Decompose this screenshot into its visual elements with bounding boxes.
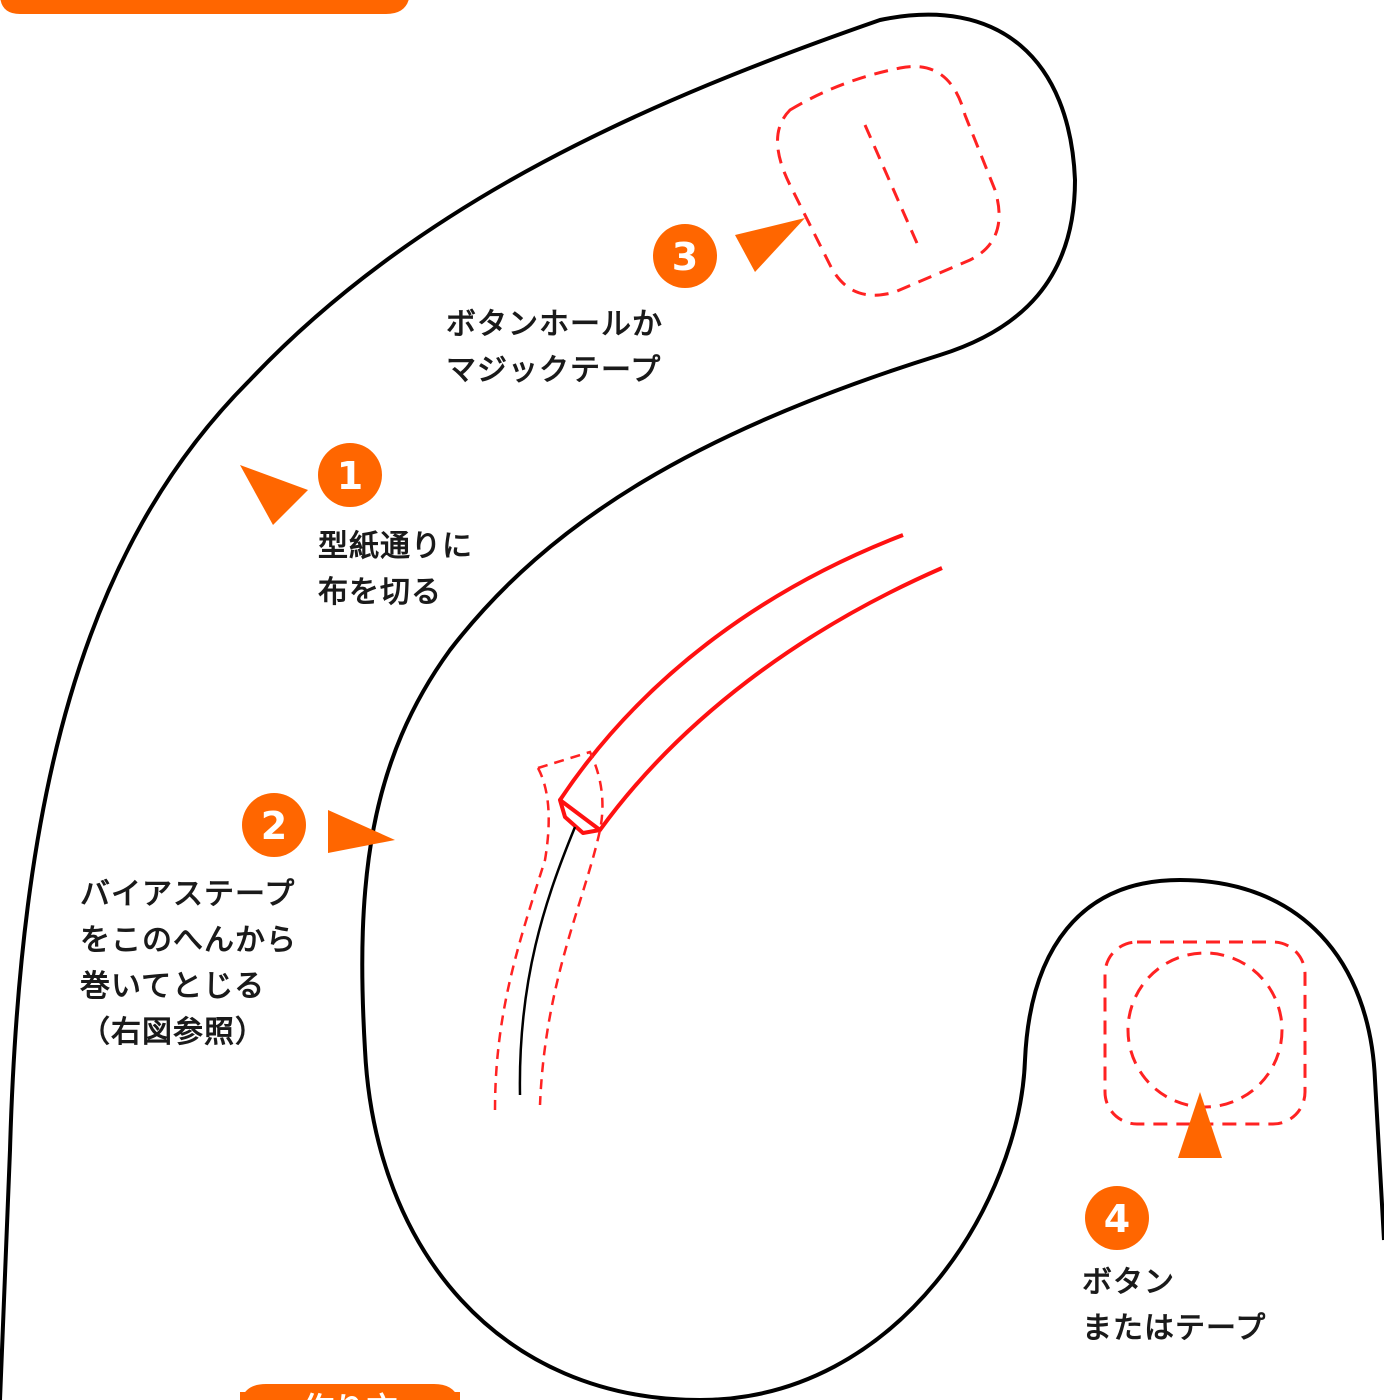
bottom-section-tab: 作り方: [240, 1384, 460, 1400]
step-badge-2: 2: [242, 793, 306, 857]
step-4-note: ボタン またはテープ: [1082, 1260, 1266, 1352]
step-badge-3: 3: [653, 224, 717, 288]
buttonhole-stitch: [776, 65, 1001, 297]
step-1-note: 型紙通りに 布を切る: [318, 524, 473, 616]
step-3-line-2: マジックテープ: [446, 353, 662, 388]
arrow-step-2: [328, 810, 395, 853]
step-2-line-3: 巻いてとじる: [80, 969, 266, 1004]
step-2-line-2: をこのへんから: [80, 923, 297, 958]
arrow-step-1: [240, 465, 308, 525]
svg-text:1: 1: [337, 454, 363, 498]
button-stitch: [1103, 940, 1307, 1126]
top-section-tab: [0, 0, 409, 14]
svg-text:2: 2: [261, 804, 287, 848]
step-2-line-1: バイアステープ: [80, 877, 296, 912]
step-2-note: バイアステープ をこのへんから 巻いてとじる （右図参照）: [80, 872, 297, 1056]
step-4-line-1: ボタン: [1082, 1265, 1175, 1300]
step-3-note: ボタンホールか マジックテープ: [446, 302, 663, 394]
step-badge-4: 4: [1085, 1186, 1149, 1250]
step-1-line-2: 布を切る: [318, 575, 442, 610]
step-1-line-1: 型紙通りに: [318, 529, 473, 564]
arrow-step-4: [1178, 1092, 1222, 1158]
bias-tape-illustration: [493, 533, 943, 1111]
arrow-step-3: [735, 218, 805, 272]
svg-text:3: 3: [672, 235, 698, 279]
step-badge-1: 1: [318, 443, 382, 507]
step-2-line-4: （右図参照）: [80, 1015, 266, 1050]
bib-outline: [0, 12, 1384, 1400]
step-4-line-2: またはテープ: [1082, 1311, 1267, 1346]
step-3-line-1: ボタンホールか: [446, 307, 663, 342]
svg-text:4: 4: [1104, 1197, 1130, 1241]
svg-text:作り方: 作り方: [302, 1390, 398, 1400]
